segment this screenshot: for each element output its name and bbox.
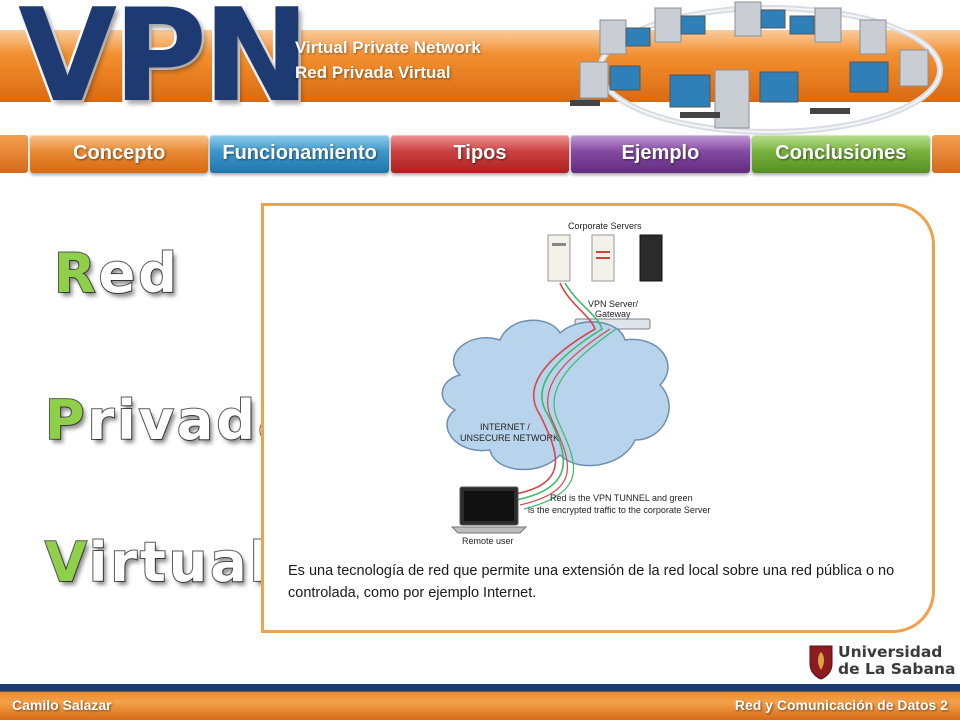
footer-bar (0, 684, 960, 720)
word-virtual: Virtual (44, 530, 272, 595)
word-privada: Privada (44, 388, 298, 453)
diagram-laptop-label: Remote user (462, 536, 514, 546)
nav-edge-right (932, 135, 960, 173)
nav-tab-tipos[interactable]: Tipos (390, 135, 570, 173)
nav-tab-conclusiones[interactable]: Conclusiones (751, 135, 931, 173)
vpn-diagram: Corporate Servers VPN Server/ Gateway IN… (441, 221, 710, 546)
nav-tab-ejemplo[interactable]: Ejemplo (571, 135, 751, 173)
nav-tab-concepto[interactable]: Concepto (30, 135, 209, 173)
word-red-rest: ed (98, 241, 180, 306)
diagram-cloud-label-1: INTERNET / (480, 422, 530, 432)
diagram-servers-label: Corporate Servers (568, 221, 642, 231)
diagram-legend-2: is the encrypted traffic to the corporat… (528, 505, 710, 515)
diagram-legend-1: Red is the VPN TUNNEL and green (550, 493, 693, 503)
diagram-cloud-label-2: UNSECURE NETWORK (460, 433, 559, 443)
word-red-initial: R (53, 241, 99, 306)
diagram-gateway-label-1: VPN Server/ (588, 299, 639, 309)
university-shield-icon (809, 645, 833, 680)
university-name-line1: Universidad (838, 643, 943, 661)
header: VPN Virtual Private Network Red Privada … (0, 0, 960, 135)
header-subtitle-spanish: Red Privada Virtual (295, 63, 451, 82)
header-subtitle-english: Virtual Private Network (295, 38, 481, 57)
vpn-logo: VPN (16, 0, 313, 134)
remote-laptop-icon (450, 486, 528, 534)
word-privada-rest: rivada (87, 388, 298, 453)
word-privada-initial: P (44, 388, 88, 453)
footer-author: Camilo Salazar (12, 697, 112, 713)
vpn-description: Es una tecnología de red que permite una… (288, 563, 895, 601)
university-logo: Universidad de La Sabana (808, 644, 958, 684)
diagram-gateway-label-2: Gateway (595, 309, 631, 319)
internet-cloud-icon (441, 319, 670, 471)
network-computers-illustration (570, 1, 943, 135)
corporate-servers-icon (547, 234, 663, 282)
university-name: Universidad de La Sabana (838, 644, 955, 678)
university-name-line2: de La Sabana (838, 660, 956, 678)
footer-course: Red y Comunicación de Datos 2 (734, 697, 948, 713)
header-band (0, 30, 960, 102)
nav-bar: Concepto Funcionamiento Tipos Ejemplo Co… (30, 135, 931, 173)
nav-tab-funcionamiento[interactable]: Funcionamiento (210, 135, 390, 173)
word-virtual-rest: irtual (88, 530, 272, 595)
word-red: Red (53, 241, 180, 306)
word-virtual-initial: V (44, 530, 89, 595)
nav-edge-left (0, 135, 28, 173)
